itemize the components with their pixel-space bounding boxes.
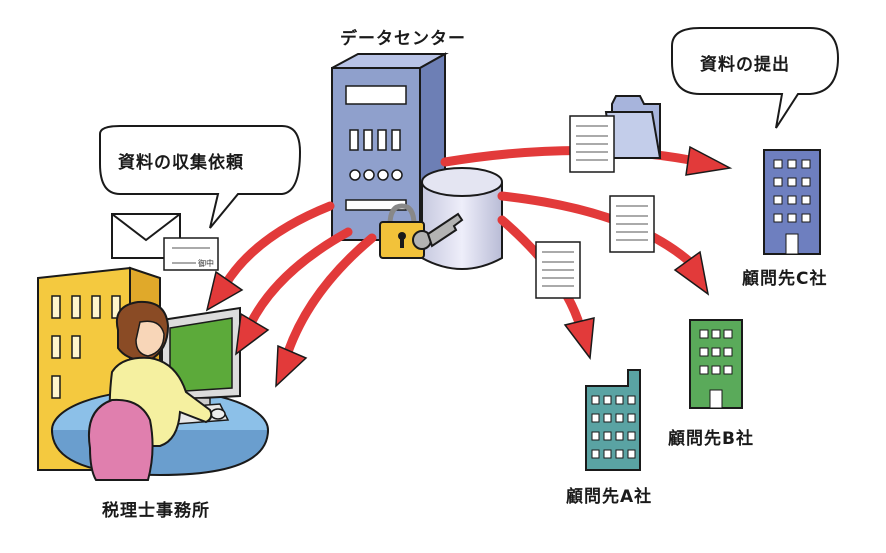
client-a-label: 顧問先A社 [566, 487, 653, 507]
arrow-data-to-office-2 [235, 227, 353, 356]
client-c-label: 顧問先C社 [742, 269, 828, 289]
key-icon [412, 212, 464, 250]
submit-materials-text: 資料の提出 [700, 55, 790, 75]
data-center-label: データセンター [340, 29, 466, 49]
speech-bubble-collect [99, 125, 302, 229]
card-text: 御中 [198, 259, 214, 268]
database-cylinder [421, 167, 503, 270]
office-label: 税理士事務所 [102, 501, 210, 521]
person-at-computer [108, 300, 213, 447]
padlock-icon [379, 203, 425, 259]
chair [88, 398, 154, 481]
client-c-building [763, 149, 821, 255]
client-b-label: 顧問先B社 [668, 429, 754, 449]
arrow-data-to-office-1 [205, 201, 335, 312]
document-icon-2 [609, 195, 655, 253]
document-icon-3 [535, 241, 581, 299]
collect-request-text: 資料の収集依頼 [118, 153, 244, 173]
document-icon-1 [569, 115, 615, 173]
arrow-data-to-office-3 [275, 233, 377, 388]
client-a-building [585, 369, 641, 471]
address-card [163, 237, 219, 271]
speech-bubble-submit [671, 27, 840, 129]
client-b-building [689, 319, 743, 409]
